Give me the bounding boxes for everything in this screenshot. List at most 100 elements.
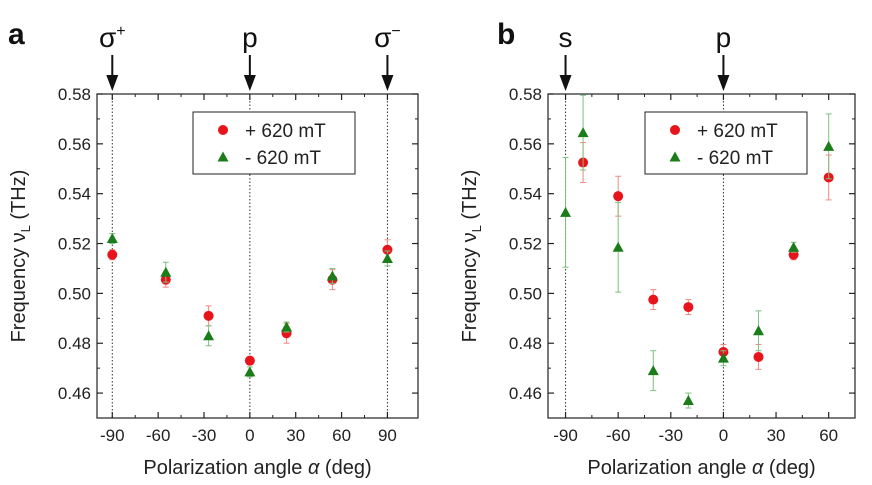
data-point-circle — [107, 249, 118, 260]
legend-entry-label: - 620 mT — [245, 148, 321, 169]
panel-a: a 0.46 0.48 0.50 0.52 0.54 0.56 0.58 -90 -60 -30 0 3… — [8, 18, 419, 479]
series-minus-620mT — [560, 94, 835, 409]
y-tick-label: 0.54 — [509, 185, 542, 204]
y-axis-label-part: ν — [459, 232, 481, 242]
data-point-triangle — [326, 270, 338, 281]
data-point-circle — [244, 355, 255, 366]
x-tick-label: 60 — [819, 426, 838, 445]
y-tick-label: 0.56 — [509, 135, 542, 154]
legend-marker-triangle — [217, 151, 229, 162]
x-tick-label: 30 — [286, 426, 305, 445]
legend: + 620 mT - 620 mT — [644, 111, 808, 175]
x-tick-label: -30 — [192, 426, 217, 445]
legend-marker-circle — [218, 125, 228, 135]
series-plus-620mT — [578, 142, 834, 370]
y-axis-label-part: (THz) — [459, 170, 481, 226]
data-point-circle — [613, 191, 624, 202]
x-tick-label: -90 — [100, 426, 125, 445]
data-point-triangle — [281, 321, 293, 332]
x-tick-label: -90 — [553, 426, 578, 445]
y-tick-label: 0.46 — [58, 384, 91, 403]
y-tick-label: 0.52 — [509, 235, 542, 254]
polarization-marker-label: s — [559, 22, 573, 53]
data-point-triangle — [381, 252, 393, 263]
marker-arrow-head — [106, 75, 119, 91]
y-axis-label-part: Frequency — [459, 242, 481, 342]
panel-b: b 0.46 0.48 0.50 0.52 0.54 0.56 0.58 -90 -60 -30 0 3… — [459, 18, 856, 479]
y-tick-label: 0.58 — [58, 85, 91, 104]
marker-superscript: − — [391, 23, 400, 40]
x-axis-label-part: Polarization angle — [143, 457, 308, 479]
polarization-marker-label: p — [716, 22, 732, 53]
data-point-triangle — [753, 325, 765, 336]
y-tick-label: 0.58 — [509, 85, 542, 104]
x-axis-label-part: (deg) — [763, 457, 815, 479]
y-axis-label-part: ν — [8, 232, 30, 242]
y-tick-label: 0.50 — [58, 284, 91, 303]
data-point-circle — [683, 302, 694, 313]
data-point-triangle — [612, 241, 624, 252]
plot-frame — [96, 93, 419, 419]
y-axis-label: Frequency νL (THz) — [459, 170, 484, 343]
x-axis-label: Polarization angle α (deg) — [587, 457, 815, 479]
x-tick-label: 0 — [245, 426, 254, 445]
marker-arrow-head — [243, 75, 256, 91]
plot-frame — [547, 93, 856, 419]
data-point-triangle — [203, 330, 215, 341]
marker-arrow-head — [559, 75, 572, 91]
y-tick-label: 0.48 — [509, 334, 542, 353]
data-point-triangle — [106, 233, 118, 244]
data-point-triangle — [682, 395, 694, 406]
data-point-circle — [753, 351, 764, 362]
polarization-marker-label: σ+ — [99, 22, 126, 53]
x-axis-label-part: (deg) — [319, 457, 371, 479]
x-axis-label-part: Polarization angle — [587, 457, 752, 479]
x-tick-label: -60 — [606, 426, 631, 445]
polarization-marker-label: σ− — [374, 22, 401, 53]
data-point-circle — [648, 294, 659, 305]
y-tick-label: 0.56 — [58, 135, 91, 154]
marker-arrow-head — [381, 75, 394, 91]
data-point-circle — [382, 244, 393, 255]
x-tick-label: -30 — [659, 426, 684, 445]
x-axis-label-part: α — [308, 457, 320, 479]
x-tick-label: 60 — [332, 426, 351, 445]
y-axis-label-part: L — [18, 225, 33, 232]
y-tick-label: 0.46 — [509, 384, 542, 403]
data-point-triangle — [823, 140, 835, 151]
y-axis-label-part: Frequency — [8, 242, 30, 342]
marker-arrow-head — [717, 75, 730, 91]
y-tick-label: 0.50 — [509, 284, 542, 303]
legend-entry-label: + 620 mT — [697, 121, 778, 142]
y-axis-label: Frequency νL (THz) — [8, 170, 33, 343]
data-point-triangle — [577, 127, 589, 138]
x-tick-label: 0 — [719, 426, 728, 445]
data-point-triangle — [788, 241, 800, 252]
panel-label: b — [497, 18, 515, 51]
legend-entry-label: + 620 mT — [245, 121, 326, 142]
x-tick-label: 90 — [378, 426, 397, 445]
x-tick-label: -60 — [146, 426, 171, 445]
legend: + 620 mT - 620 mT — [192, 111, 356, 175]
legend-entry-label: - 620 mT — [697, 148, 773, 169]
data-point-triangle — [160, 266, 172, 277]
y-axis-label-part: (THz) — [8, 170, 30, 226]
marker-superscript: + — [116, 23, 125, 40]
data-point-triangle — [647, 365, 659, 376]
x-axis-label: Polarization angle α (deg) — [143, 457, 371, 479]
data-point-triangle — [560, 206, 572, 217]
legend-marker-triangle — [669, 151, 681, 162]
legend-box — [644, 111, 808, 175]
data-point-circle — [203, 310, 214, 321]
x-axis-label-part: α — [752, 457, 764, 479]
y-tick-label: 0.48 — [58, 334, 91, 353]
y-tick-label: 0.54 — [58, 185, 91, 204]
y-axis-label-part: L — [469, 225, 484, 232]
data-point-triangle — [244, 366, 256, 377]
legend-marker-circle — [670, 125, 680, 135]
panel-label: a — [8, 18, 25, 51]
y-tick-label: 0.52 — [58, 235, 91, 254]
data-point-triangle — [717, 352, 729, 363]
x-tick-label: 30 — [767, 426, 786, 445]
